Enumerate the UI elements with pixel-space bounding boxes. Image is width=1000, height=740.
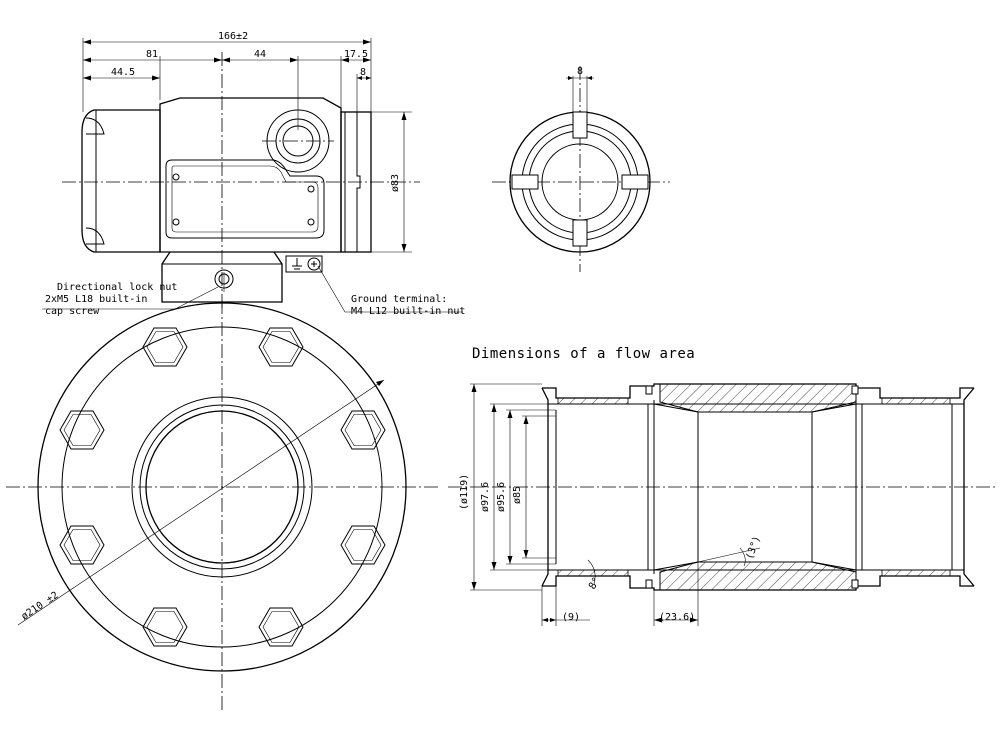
dim-17-5: 17.5: [344, 49, 368, 60]
dim-8-top: 8: [577, 66, 583, 77]
dim-overall-width: 166±2: [218, 31, 248, 42]
dim-angle-8: 8°: [587, 576, 603, 592]
dim-8-end: 8: [360, 67, 366, 78]
ground-terminal-note-line1: Ground terminal:: [351, 294, 447, 305]
lock-nut-note-line2: 2xM5 L18 built-in: [45, 294, 147, 305]
dim-44-5: 44.5: [111, 67, 135, 78]
ground-terminal-note-line2: M4 L12 built-in nut: [351, 306, 465, 317]
top-dimensions: [82, 38, 372, 130]
dim-len-23-6: (23.6): [659, 612, 695, 623]
dim-dia-83: ø83: [390, 174, 401, 192]
lock-nut-note-line3: cap screw: [45, 306, 100, 317]
dim-81: 81: [146, 49, 158, 60]
dim-44: 44: [254, 49, 266, 60]
flange-front-view: [6, 300, 440, 710]
dim-dia-119: (ø119): [459, 474, 470, 510]
dim-angle-3: (3°): [744, 535, 763, 561]
dim-dia-95-6: ø95.6: [496, 482, 507, 512]
lock-nut-note-line1: Directional lock nut: [57, 282, 177, 293]
flow-area-section: [448, 383, 995, 626]
dim-dia-97-6: ø97.6: [480, 482, 491, 512]
cap-end-view: [492, 66, 670, 272]
section-title: Dimensions of a flow area: [472, 346, 695, 362]
dim-dia-85: ø85: [512, 486, 523, 504]
dim-len-9: (9): [562, 612, 580, 623]
dim-dia-210: ø210 ±2: [20, 590, 61, 623]
